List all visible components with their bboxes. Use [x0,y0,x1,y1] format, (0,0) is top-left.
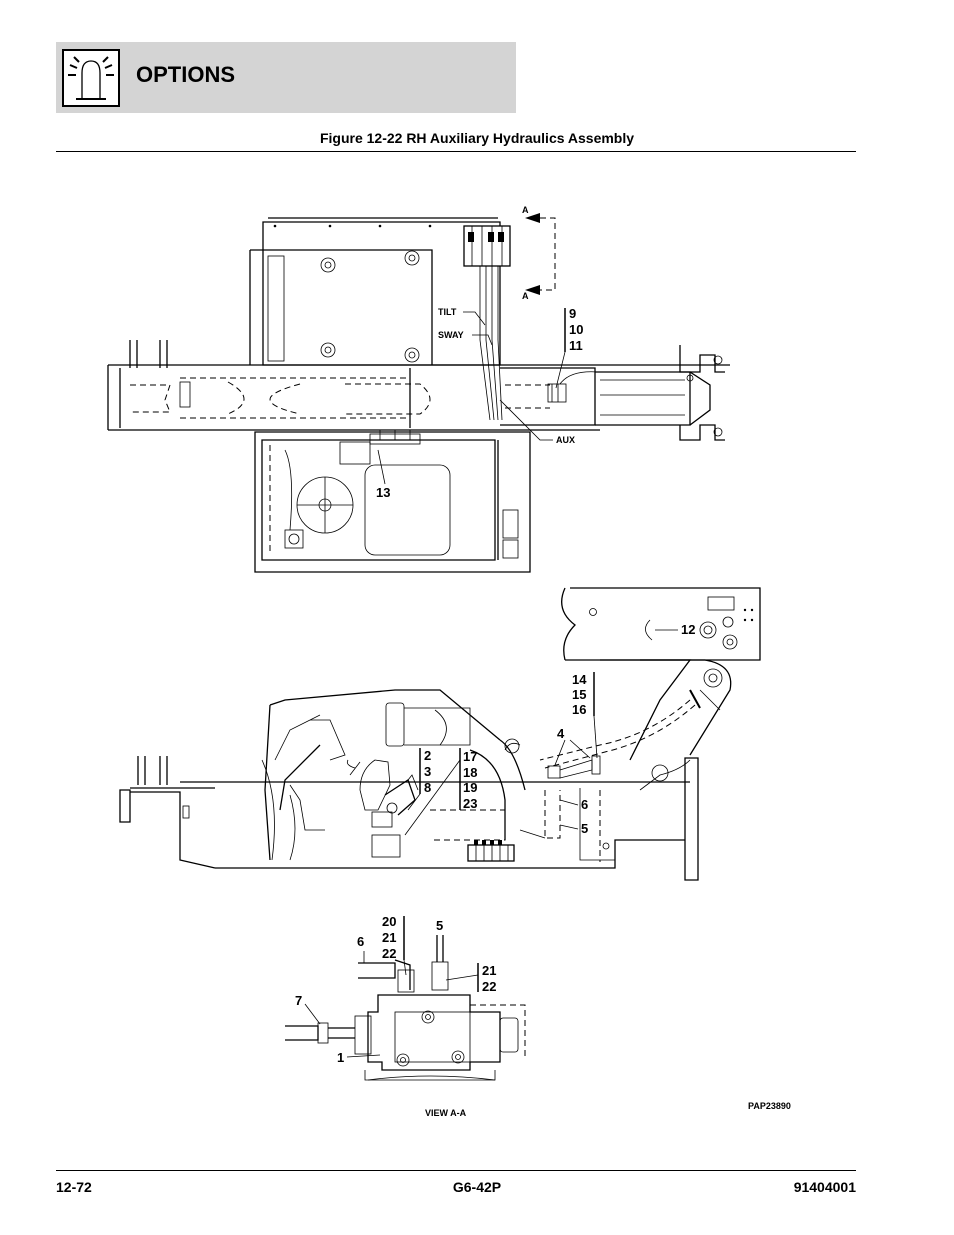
callout-view-7: 7 [295,993,302,1008]
side-view-machine [119,587,761,881]
callout-view-1: 1 [337,1050,344,1065]
section-line-a-a [525,213,556,295]
label-tilt: TILT [438,307,457,317]
figure-id: PAP23890 [748,1101,791,1111]
page-number: 12-72 [56,1179,92,1195]
footer-rule [56,1170,856,1171]
callout-3: 3 [424,764,431,779]
callout-view-21a: 21 [382,930,396,945]
callout-8: 8 [424,780,431,795]
header-band [56,42,516,113]
callout-11: 11 [569,338,583,353]
callout-5: 5 [581,821,588,836]
header-rule [56,151,856,152]
view-label: VIEW A-A [425,1108,467,1118]
figure-title: Figure 12-22 RH Auxiliary Hydraulics Ass… [319,130,635,146]
callout-17: 17 [463,749,477,764]
callout-view-22b: 22 [482,979,496,994]
label-aux: AUX [556,435,575,445]
label-sway: SWAY [438,330,464,340]
callout-16: 16 [572,702,586,717]
section-title: OPTIONS [136,62,236,87]
callout-18: 18 [463,765,477,780]
callout-9: 9 [569,306,576,321]
callout-6: 6 [581,797,588,812]
callout-13: 13 [376,485,390,500]
warning-light-icon [62,49,120,107]
callout-view-22a: 22 [382,946,396,961]
callout-view-21b: 21 [482,963,496,978]
top-view-machine [107,217,730,573]
callout-view-6: 6 [357,934,364,949]
view-a-a-valve [285,935,526,1081]
callout-19: 19 [463,780,477,795]
callout-2: 2 [424,748,431,763]
model-number: G6-42P [452,1179,502,1195]
callout-14: 14 [572,672,587,687]
callout-15: 15 [572,687,586,702]
callout-view-5: 5 [436,918,443,933]
callout-23: 23 [463,796,477,811]
label-section-a-bottom: A [522,291,529,301]
callout-4: 4 [557,726,565,741]
callout-12: 12 [681,622,695,637]
callout-10: 10 [569,322,583,337]
callout-view-20: 20 [382,914,396,929]
label-section-a-top: A [522,205,529,215]
document-number: 91404001 [793,1179,856,1195]
